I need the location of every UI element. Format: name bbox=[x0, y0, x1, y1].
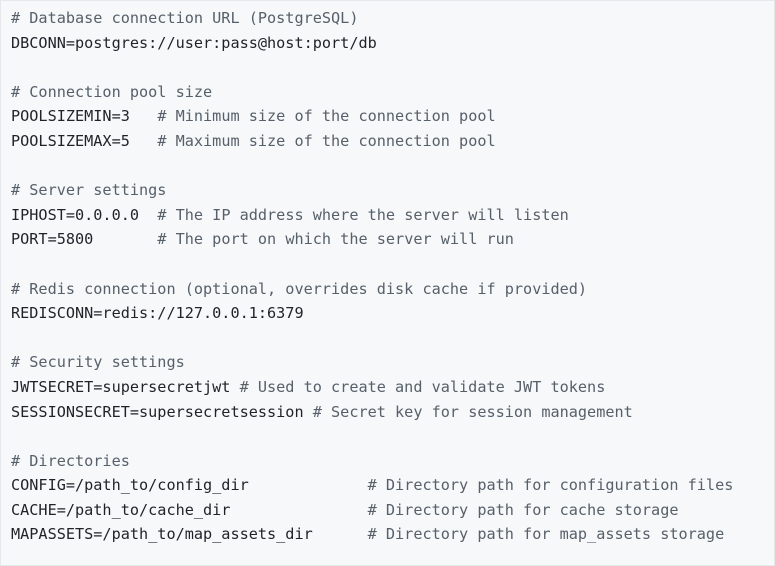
comment-text: # Redis connection (optional, overrides … bbox=[11, 279, 588, 298]
code-line: # Database connection URL (PostgreSQL) bbox=[11, 6, 774, 31]
code-line: MAPASSETS=/path_to/map_assets_dir # Dire… bbox=[11, 522, 774, 547]
code-line bbox=[11, 326, 774, 351]
comment-text: # Directory path for map_assets storage bbox=[367, 525, 725, 544]
code-line bbox=[11, 154, 774, 179]
code-line: REDISCONN=redis://127.0.0.1:6379 bbox=[11, 301, 774, 326]
code-line: # Connection pool size bbox=[11, 80, 774, 105]
comment-text: # Minimum size of the connection pool bbox=[157, 107, 496, 126]
code-line: PORT=5800 # The port on which the server… bbox=[11, 227, 774, 252]
comment-text: # Server settings bbox=[11, 181, 167, 200]
code-text: DBCONN=postgres://user:pass@host:port/db bbox=[11, 33, 377, 52]
code-line: JWTSECRET=supersecretjwt # Used to creat… bbox=[11, 375, 774, 400]
comment-text: # Directories bbox=[11, 451, 130, 470]
code-text: CONFIG=/path_to/config_dir bbox=[11, 476, 368, 495]
code-line: CACHE=/path_to/cache_dir # Directory pat… bbox=[11, 498, 774, 523]
code-line: # Security settings bbox=[11, 350, 774, 375]
code-line: CONFIG=/path_to/config_dir # Directory p… bbox=[11, 473, 774, 498]
code-line bbox=[11, 424, 774, 449]
code-text: SESSIONSECRET=supersecretsession bbox=[11, 402, 313, 421]
code-text: POOLSIZEMAX=5 bbox=[11, 131, 158, 150]
code-line: IPHOST=0.0.0.0 # The IP address where th… bbox=[11, 203, 774, 228]
comment-text: # Database connection URL (PostgreSQL) bbox=[11, 9, 359, 27]
code-text: CACHE=/path_to/cache_dir bbox=[11, 500, 368, 519]
comment-text: # Security settings bbox=[11, 353, 185, 372]
comment-text: # Connection pool size bbox=[11, 82, 213, 101]
code-text: PORT=5800 bbox=[11, 230, 158, 249]
code-line: SESSIONSECRET=supersecretsession # Secre… bbox=[11, 400, 774, 425]
code-line: DBCONN=postgres://user:pass@host:port/db bbox=[11, 31, 774, 56]
comment-text: # Used to create and validate JWT tokens bbox=[239, 377, 606, 396]
code-line: POOLSIZEMIN=3 # Minimum size of the conn… bbox=[11, 104, 774, 129]
code-text: POOLSIZEMIN=3 bbox=[11, 107, 158, 126]
code-text: JWTSECRET=supersecretjwt bbox=[11, 377, 240, 396]
comment-text: # The port on which the server will run bbox=[157, 230, 514, 249]
code-line: POOLSIZEMAX=5 # Maximum size of the conn… bbox=[11, 129, 774, 154]
code-line: # Directories bbox=[11, 449, 774, 474]
code-line: # Redis connection (optional, overrides … bbox=[11, 277, 774, 302]
comment-text: # Maximum size of the connection pool bbox=[157, 131, 496, 150]
comment-text: # Secret key for session management bbox=[312, 402, 633, 421]
comment-text: # The IP address where the server will l… bbox=[157, 205, 569, 224]
comment-text: # Directory path for cache storage bbox=[367, 500, 679, 519]
comment-text: # Directory path for configuration files bbox=[367, 476, 734, 495]
code-text: REDISCONN=redis://127.0.0.1:6379 bbox=[11, 304, 304, 323]
code-line bbox=[11, 55, 774, 80]
code-line bbox=[11, 252, 774, 277]
code-line: # Server settings bbox=[11, 178, 774, 203]
code-text: MAPASSETS=/path_to/map_assets_dir bbox=[11, 525, 368, 544]
code-text: IPHOST=0.0.0.0 bbox=[11, 205, 158, 224]
